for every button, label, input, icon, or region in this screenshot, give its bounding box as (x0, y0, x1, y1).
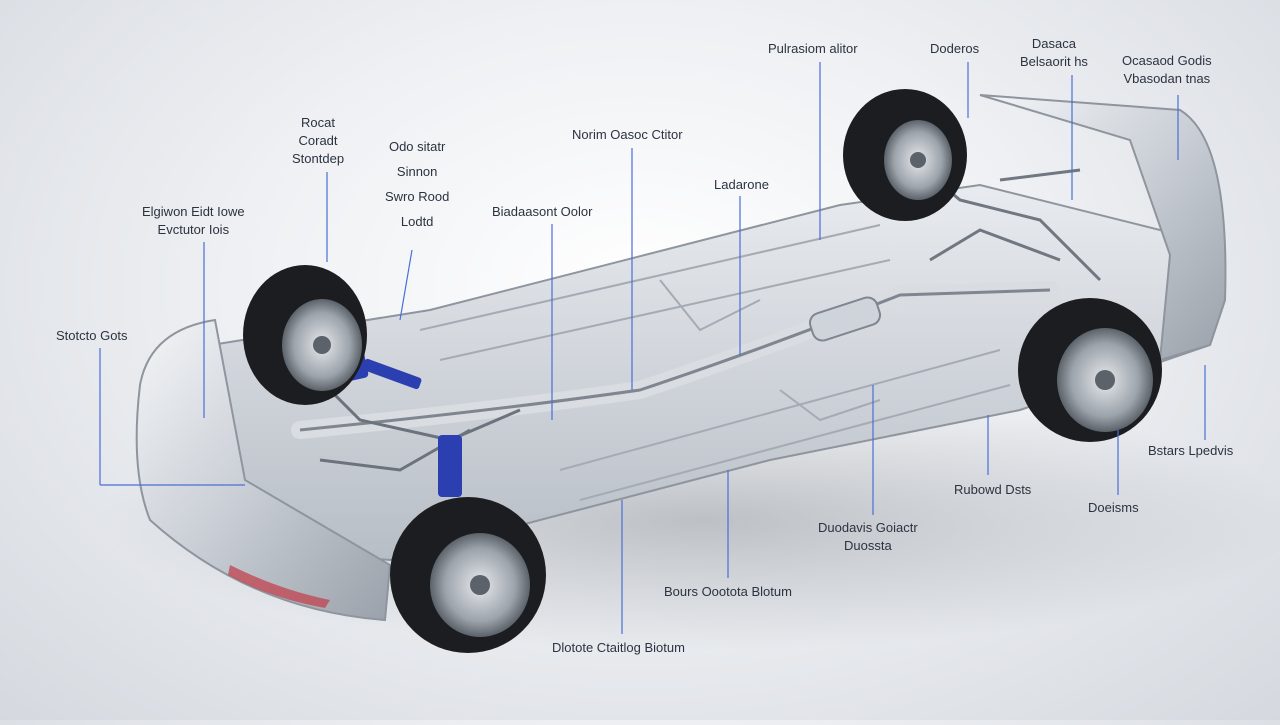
label-rubowd-dsts: Rubowd Dsts (954, 481, 1031, 499)
leader-lines (99, 62, 1206, 634)
label-dasaca: Dasaca Belsaorit hs (1020, 35, 1088, 71)
label-ocasaod-godis: Ocasaod Godis Vbasodan tnas (1122, 52, 1212, 88)
front-light (228, 565, 330, 608)
label-line: Ladarone (714, 177, 769, 192)
label-line: Dlotote Ctaitlog Biotum (552, 640, 685, 655)
label-line: Doeisms (1088, 500, 1139, 515)
label-line: Dasaca (1031, 36, 1076, 51)
label-doeisms: Doeisms (1088, 499, 1139, 517)
label-line: Lodtd (400, 214, 434, 229)
label-stotcto-gots: Stotcto Gots (56, 327, 128, 345)
label-line: Sinnon (396, 164, 438, 179)
label-ladarone: Ladarone (714, 176, 769, 194)
label-line: Duodavis Goiactr (818, 520, 918, 535)
rear-body-shell (979, 94, 1227, 362)
label-line: Stontdep (292, 151, 345, 166)
label-rocat: Rocat Coradt Stontdep (292, 114, 344, 168)
label-doderos: Doderos (930, 40, 979, 58)
wheel-rear-left (843, 89, 967, 221)
label-elgiwon-eidt: Elgiwon Eidt Iowe Evctutor Iois (142, 203, 245, 239)
label-line: Coradt (298, 133, 338, 148)
front-strut-right (438, 435, 462, 497)
label-pulrasiom-alitor: Pulrasiom alitor (768, 40, 858, 58)
label-line: Belsaorit hs (1020, 54, 1088, 69)
label-line: Pulrasiom alitor (768, 41, 858, 56)
steering-rack (362, 358, 422, 390)
label-line: Swro Rood (385, 189, 450, 204)
label-line: Evctutor Iois (157, 222, 230, 237)
muffler (808, 296, 882, 342)
label-bstars-lpedvis: Bstars Lpedvis (1148, 442, 1233, 460)
wheel-rear-right (1018, 298, 1162, 442)
wheel-front-left (243, 265, 367, 405)
label-line: Biadaasont Oolor (492, 204, 593, 219)
floor-ribs (419, 224, 1011, 501)
label-line: Elgiwon Eidt Iowe (142, 204, 245, 219)
label-line: Duossta (844, 538, 892, 553)
label-biadaasont-oolor: Biadaasont Oolor (492, 203, 592, 221)
wheel-front-right (390, 497, 546, 653)
label-duodavis-goiactr: Duodavis Goiactr Duossta (818, 519, 918, 555)
label-line: Rubowd Dsts (954, 482, 1032, 497)
front-bumper-shell (135, 318, 392, 622)
label-bours-oootota-blotum: Bours Oootota Blotum (664, 583, 792, 601)
label-line: Bours Oootota Blotum (664, 584, 792, 599)
label-line: Norim Oasoc Ctitor (572, 127, 683, 142)
label-odo-sitatr: Odo sitatr Sinnon Swro Rood Lodtd (385, 134, 449, 234)
label-line: Doderos (930, 41, 980, 56)
label-line: Bstars Lpedvis (1148, 443, 1234, 458)
label-line: Rocat (301, 115, 335, 130)
label-line: Stotcto Gots (56, 328, 128, 343)
label-norim-oasoc-ctitor: Norim Oasoc Ctitor (572, 126, 683, 144)
label-line: Ocasaod Godis (1122, 53, 1212, 68)
label-line: Vbasodan tnas (1123, 71, 1211, 86)
label-dlotote-ctaitlog-biotum: Dlotote Ctaitlog Biotum (552, 639, 685, 657)
label-line: Odo sitatr (388, 139, 446, 154)
